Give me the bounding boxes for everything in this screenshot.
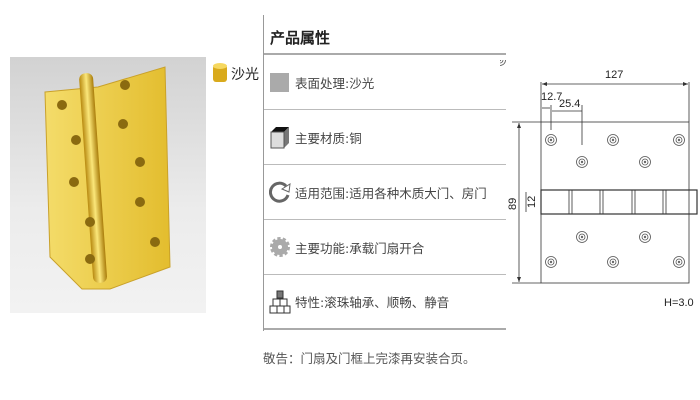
height-dimension: 89	[507, 198, 519, 210]
width-dimension: 127	[605, 69, 623, 81]
attribute-row: 适用范围:适用各种木质大门、房门	[264, 165, 506, 220]
hole-offset-dimension: 12.7	[541, 91, 562, 103]
hole-spacing-dimension: 25.4	[559, 98, 580, 110]
thickness-label: H=3.0	[664, 297, 694, 309]
attribute-text: 表面处理:沙光	[295, 75, 375, 91]
color-swatch-icon	[270, 73, 289, 92]
attribute-text: 主要功能:承载门扇开合	[295, 240, 425, 256]
attribute-text: 适用范围:适用各种木质大门、房门	[295, 185, 487, 201]
attribute-row: 特性:滚珠轴承、顺畅、静音	[264, 275, 506, 330]
knuckle-dimension: 12	[526, 196, 538, 208]
gear-icon	[270, 237, 290, 257]
attribute-row: 主要材质:铜	[264, 110, 506, 165]
divider	[263, 15, 264, 331]
hinge-image	[44, 66, 171, 290]
hinge-dimension-drawing: 127 12.7 25.4 89 12 H=3.0	[500, 60, 698, 309]
stacked-blocks-icon	[269, 290, 291, 313]
finish-label: 沙光	[231, 67, 259, 83]
hinge-product-photo	[10, 57, 206, 313]
finish-swatch-icon	[213, 63, 227, 82]
attribute-row: 表面处理:沙光	[264, 55, 506, 110]
rotate-arrow-icon	[269, 181, 291, 203]
attribute-text: 主要材质:铜	[295, 130, 362, 146]
installation-note: 敬告：门扇及门框上完漆再安装合页。	[263, 351, 476, 366]
attribute-row: 主要功能:承载门扇开合	[264, 220, 506, 275]
attributes-title: 产品属性	[264, 15, 506, 55]
attribute-text: 特性:滚珠轴承、顺畅、静音	[295, 295, 450, 310]
attributes-table: 产品属性 表面处理:沙光 主要材质:铜 适用范围:适用各种木质大门、房门 主要功…	[264, 15, 506, 330]
cube-icon	[270, 127, 289, 149]
